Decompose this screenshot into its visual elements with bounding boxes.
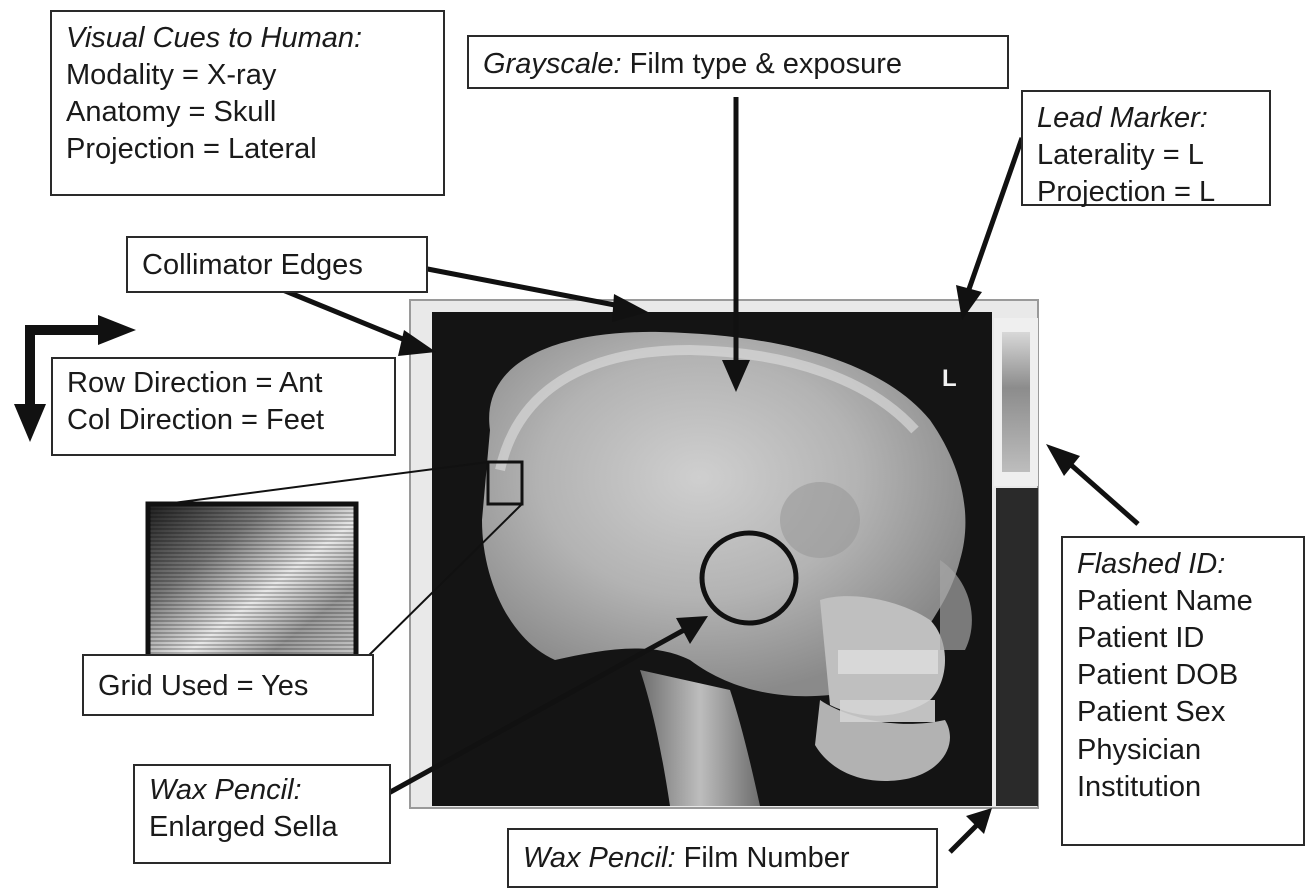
flashed-id-item: Patient Sex bbox=[1077, 694, 1289, 731]
laterality-label: Laterality = L bbox=[1037, 137, 1255, 174]
grayscale-box: Grayscale: Film type & exposure bbox=[467, 35, 1009, 89]
collimator-label: Collimator Edges bbox=[142, 249, 363, 281]
lead-marker-arrow bbox=[968, 138, 1022, 292]
flashed-id-item: Patient DOB bbox=[1077, 657, 1289, 694]
flashed-id-item: Physician bbox=[1077, 732, 1289, 769]
direction-box: Row Direction = Ant Col Direction = Feet bbox=[51, 357, 396, 456]
lower-teeth bbox=[840, 700, 935, 722]
flashed-id-item: Patient Name bbox=[1077, 583, 1289, 620]
lead-marker-box: Lead Marker: Laterality = L Projection =… bbox=[1021, 90, 1271, 206]
wax-pencil-film-box: Wax Pencil: Film Number bbox=[507, 828, 938, 888]
grayscale-text: Film type & exposure bbox=[622, 48, 902, 80]
wax-film-title: Wax Pencil: bbox=[523, 842, 676, 874]
flashed-id-title: Flashed ID: bbox=[1077, 546, 1289, 583]
orbit bbox=[780, 482, 860, 558]
wax-sella-title: Wax Pencil: bbox=[149, 772, 375, 809]
row-direction-arrowhead bbox=[98, 315, 136, 345]
visual-cues-title: Visual Cues to Human: bbox=[66, 20, 429, 57]
grayscale-title: Grayscale: bbox=[483, 48, 622, 80]
flashed-id-arrow bbox=[1070, 464, 1138, 524]
anatomy-label: Anatomy = Skull bbox=[66, 94, 429, 131]
row-direction-label: Row Direction = Ant bbox=[67, 365, 380, 402]
flashed-id-item: Patient ID bbox=[1077, 620, 1289, 657]
flashed-id-imprint bbox=[1002, 332, 1030, 472]
wax-film-text: Film Number bbox=[676, 842, 850, 874]
flashed-id-box: Flashed ID: Patient Name Patient ID Pati… bbox=[1061, 536, 1305, 846]
modality-label: Modality = X-ray bbox=[66, 57, 429, 94]
film-lead-marker-letter: L bbox=[942, 365, 957, 392]
collimator-arrow-left bbox=[278, 288, 410, 342]
grid-label: Grid Used = Yes bbox=[98, 670, 308, 702]
grid-lines-pattern bbox=[150, 506, 354, 666]
visual-cues-box: Visual Cues to Human: Modality = X-ray A… bbox=[50, 10, 445, 196]
wax-sella-text: Enlarged Sella bbox=[149, 809, 375, 846]
collimator-box: Collimator Edges bbox=[126, 236, 428, 293]
lead-marker-title: Lead Marker: bbox=[1037, 100, 1255, 137]
lead-projection-label: Projection = L bbox=[1037, 174, 1255, 211]
flashed-id-item: Institution bbox=[1077, 769, 1289, 806]
wax-pencil-sella-box: Wax Pencil: Enlarged Sella bbox=[133, 764, 391, 864]
upper-teeth bbox=[838, 650, 938, 674]
col-direction-arrowhead bbox=[14, 404, 46, 442]
projection-label: Projection = Lateral bbox=[66, 131, 429, 168]
grid-box: Grid Used = Yes bbox=[82, 654, 374, 716]
wax-film-arrow bbox=[950, 822, 980, 852]
film-right-strip bbox=[996, 488, 1038, 806]
col-direction-label: Col Direction = Feet bbox=[67, 402, 380, 439]
